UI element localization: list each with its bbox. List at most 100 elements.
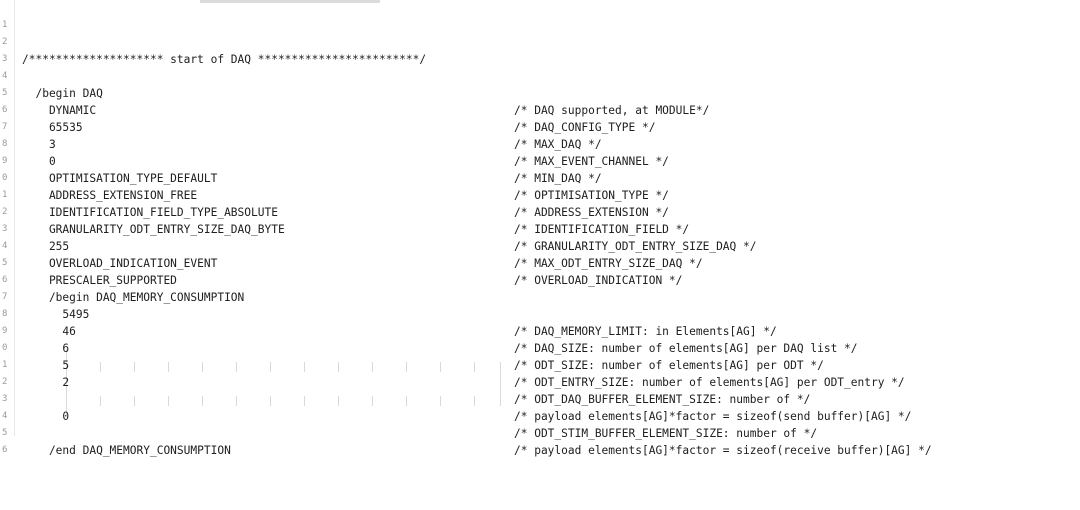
code-line[interactable]: 5 DYNAMIC /* DAQ_CONFIG_TYPE */ <box>0 68 1080 134</box>
code-comment[interactable]: /* MAX_EVENT_CHANNEL */ <box>514 155 669 168</box>
code-line[interactable]: 6 /begin DAQ_MEMORY_CONSUMPTION <box>0 255 1080 304</box>
code-line[interactable]: 1 <box>0 0 1080 30</box>
indent-guide <box>304 362 305 372</box>
code-text[interactable]: 0 <box>22 410 70 423</box>
code-line[interactable]: 4 OVERLOAD_INDICATION_EVENT /* OVERLOAD_… <box>0 221 1080 287</box>
code-comment[interactable]: /* ODT_DAQ_BUFFER_ELEMENT_SIZE: number o… <box>514 393 811 406</box>
code-line[interactable]: 3 <box>0 34 1080 64</box>
code-text[interactable]: 0 <box>22 155 56 168</box>
line-number: 6 <box>2 105 8 115</box>
code-line[interactable]: 2 GRANULARITY_ODT_ENTRY_SIZE_DAQ_BYTE /*… <box>0 187 1080 253</box>
indent-guide <box>338 396 339 406</box>
indent-guide <box>202 396 203 406</box>
code-comment[interactable]: /* MIN_DAQ */ <box>514 172 602 185</box>
indent-guide <box>440 396 441 406</box>
indent-guide <box>304 396 305 406</box>
code-comment[interactable]: /* MAX_DAQ */ <box>514 138 602 151</box>
code-text[interactable]: 46 <box>22 325 76 338</box>
code-line[interactable]: 8 46 /* DAQ_SIZE: number of elements[AG]… <box>0 289 1080 355</box>
line-number: 3 <box>2 54 8 64</box>
code-comment[interactable]: /* OVERLOAD_INDICATION */ <box>514 274 683 287</box>
code-text[interactable]: 3 <box>22 138 56 151</box>
line-number-gutter <box>0 0 14 436</box>
indent-guide <box>168 396 169 406</box>
code-comment[interactable]: /* ODT_ENTRY_SIZE: number of elements[AG… <box>514 376 905 389</box>
indent-guide <box>474 396 475 406</box>
line-number: 1 <box>2 190 8 200</box>
code-text[interactable]: OVERLOAD_INDICATION_EVENT <box>22 257 218 270</box>
line-number: 0 <box>2 173 8 183</box>
indent-guide <box>270 396 271 406</box>
line-number: 2 <box>2 377 8 387</box>
code-comment[interactable]: /* payload elements[AG]*factor = sizeof(… <box>514 444 932 457</box>
code-text[interactable]: /begin DAQ <box>22 87 103 100</box>
code-text[interactable]: ADDRESS_EXTENSION_FREE <box>22 189 198 202</box>
code-comment[interactable]: /* ODT_SIZE: number of elements[AG] per … <box>514 359 824 372</box>
code-line[interactable]: 0 5 /* ODT_ENTRY_SIZE: number of element… <box>0 323 1080 389</box>
code-comment[interactable]: /* DAQ_SIZE: number of elements[AG] per … <box>514 342 858 355</box>
code-comment[interactable]: /* DAQ_MEMORY_LIMIT: in Elements[AG] */ <box>514 325 777 338</box>
indent-guide <box>134 396 135 406</box>
indent-guide <box>406 396 407 406</box>
code-text[interactable]: /begin DAQ_MEMORY_CONSUMPTION <box>22 291 245 304</box>
code-line[interactable]: 4 /begin DAQ /* DAQ supported, at MODULE… <box>0 51 1080 117</box>
code-comment[interactable]: /* payload elements[AG]*factor = sizeof(… <box>514 410 912 423</box>
code-comment[interactable]: /* DAQ_CONFIG_TYPE */ <box>514 121 656 134</box>
code-line[interactable]: 5 PRESCALER_SUPPORTED <box>0 238 1080 287</box>
code-comment[interactable]: /* OPTIMISATION_TYPE */ <box>514 189 669 202</box>
line-number: 4 <box>2 241 8 251</box>
code-text[interactable]: 5 <box>22 359 70 372</box>
line-number: 3 <box>2 224 8 234</box>
line-number: 5 <box>2 88 8 98</box>
indent-guide <box>440 362 441 372</box>
line-number: 3 <box>2 394 8 404</box>
code-text[interactable]: DYNAMIC <box>22 104 97 117</box>
line-number: 1 <box>2 20 8 30</box>
line-number: 9 <box>2 156 8 166</box>
code-text[interactable]: 255 <box>22 240 70 253</box>
indent-guide <box>100 362 101 372</box>
code-line[interactable]: 1 IDENTIFICATION_FIELD_TYPE_ABSOLUTE /* … <box>0 170 1080 236</box>
code-line[interactable]: 3 255 /* MAX_ODT_ENTRY_SIZE_DAQ */ <box>0 204 1080 270</box>
code-comment[interactable]: /* IDENTIFICATION_FIELD */ <box>514 223 690 236</box>
code-line[interactable]: 4 /* payload elements[AG]*factor = sizeo… <box>0 391 1080 457</box>
code-text[interactable]: 6 <box>22 342 70 355</box>
code-line[interactable]: 3 0 /* ODT_STIM_BUFFER_ELEMENT_SIZE: num… <box>0 374 1080 440</box>
code-line[interactable]: 5 /end DAQ_MEMORY_CONSUMPTION <box>0 408 1080 457</box>
indent-guide <box>100 396 101 406</box>
code-line[interactable]: 9 6 /* ODT_SIZE: number of elements[AG] … <box>0 306 1080 372</box>
code-line[interactable]: 9 OPTIMISATION_TYPE_DEFAULT /* OPTIMISAT… <box>0 136 1080 202</box>
indent-guide <box>202 362 203 372</box>
code-line[interactable]: 2 /******************** start of DAQ ***… <box>0 17 1080 66</box>
code-line[interactable]: 8 0 /* MIN_DAQ */ <box>0 119 1080 185</box>
line-number: 6 <box>2 445 8 455</box>
line-number: 6 <box>2 275 8 285</box>
code-line[interactable]: 2 /* payload elements[AG]*factor = sizeo… <box>0 357 1080 423</box>
code-comment[interactable]: /* ADDRESS_EXTENSION */ <box>514 206 669 219</box>
line-number: 1 <box>2 360 8 370</box>
code-editor[interactable]: 1 2 /******************** start of DAQ *… <box>0 0 1080 457</box>
code-line[interactable]: 0 ADDRESS_EXTENSION_FREE /* ADDRESS_EXTE… <box>0 153 1080 219</box>
line-number: 4 <box>2 411 8 421</box>
indent-guide <box>372 362 373 372</box>
code-text[interactable]: OPTIMISATION_TYPE_DEFAULT <box>22 172 218 185</box>
line-number: 2 <box>2 37 8 47</box>
code-comment[interactable]: /* DAQ supported, at MODULE*/ <box>514 104 710 117</box>
code-text[interactable]: /******************** start of DAQ *****… <box>22 53 427 66</box>
code-text[interactable]: GRANULARITY_ODT_ENTRY_SIZE_DAQ_BYTE <box>22 223 285 236</box>
code-text[interactable]: 65535 <box>22 121 83 134</box>
code-line[interactable]: 1 2 /* ODT_DAQ_BUFFER_ELEMENT_SIZE: numb… <box>0 340 1080 406</box>
line-number: 0 <box>2 343 8 353</box>
code-comment[interactable]: /* MAX_ODT_ENTRY_SIZE_DAQ */ <box>514 257 703 270</box>
code-text[interactable]: IDENTIFICATION_FIELD_TYPE_ABSOLUTE <box>22 206 278 219</box>
code-text[interactable]: 2 <box>22 376 70 389</box>
code-line[interactable]: 6 65535 /* MAX_DAQ */ <box>0 85 1080 151</box>
code-line[interactable]: 6 <box>0 425 1080 455</box>
code-line[interactable]: 7 5495 /* DAQ_MEMORY_LIMIT: in Elements[… <box>0 272 1080 338</box>
indent-guide <box>474 362 475 372</box>
code-text[interactable]: /end DAQ_MEMORY_CONSUMPTION <box>22 444 231 457</box>
code-text[interactable]: 5495 <box>22 308 90 321</box>
code-text[interactable]: PRESCALER_SUPPORTED <box>22 274 177 287</box>
code-comment[interactable]: /* GRANULARITY_ODT_ENTRY_SIZE_DAQ */ <box>514 240 757 253</box>
code-line[interactable]: 7 3 /* MAX_EVENT_CHANNEL */ <box>0 102 1080 168</box>
